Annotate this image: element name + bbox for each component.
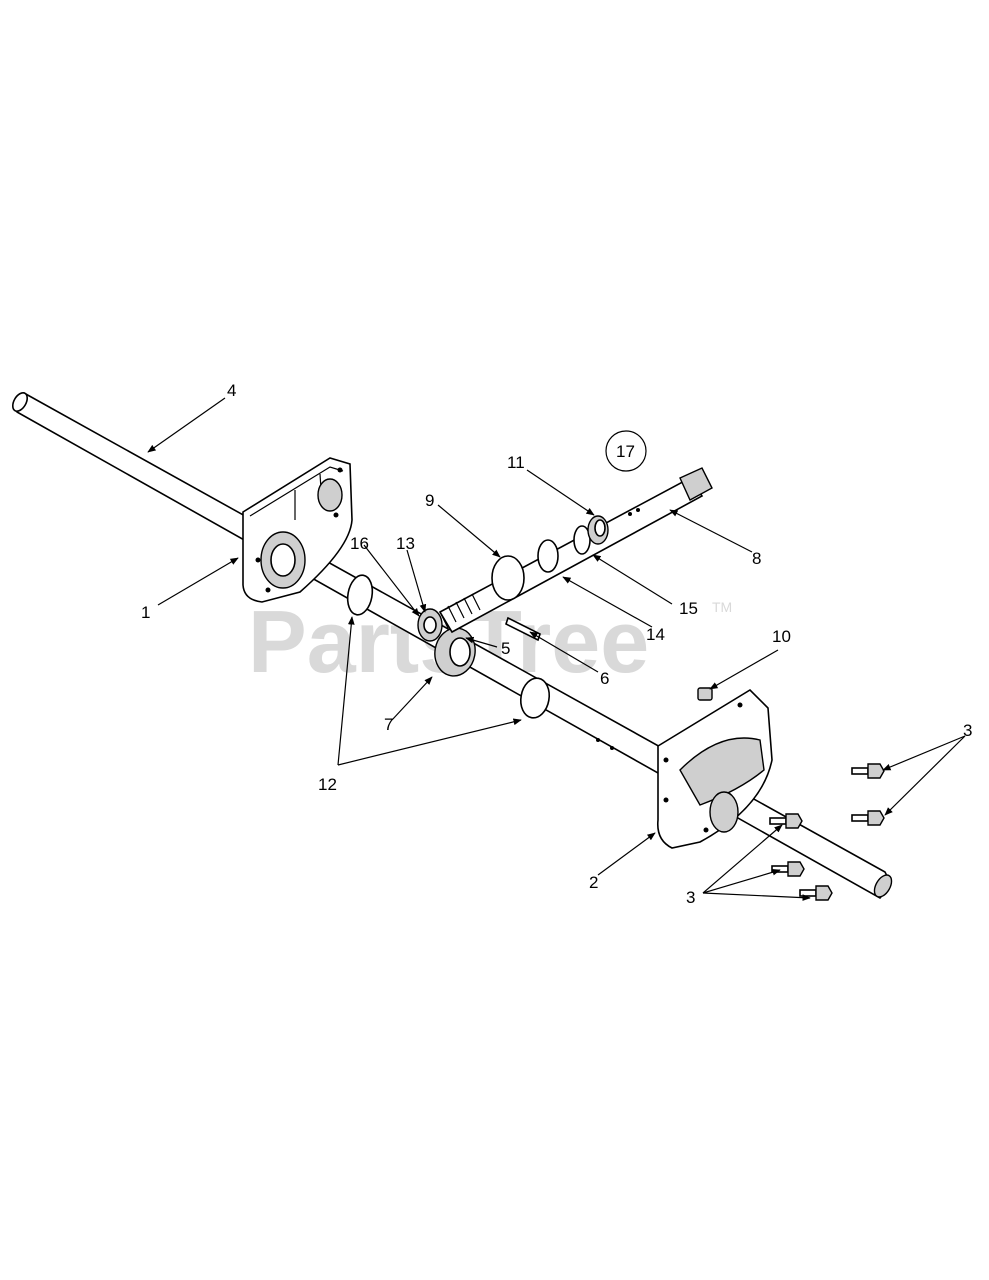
callout-12: 12 — [318, 775, 337, 794]
callout-3b: 3 — [686, 888, 695, 907]
callout-7: 7 — [384, 715, 393, 734]
right-housing — [656, 688, 773, 849]
bolts — [769, 763, 885, 901]
callout-8: 8 — [752, 549, 761, 568]
callout-5: 5 — [501, 639, 510, 658]
leader-lines — [147, 397, 966, 902]
grease-fitting — [697, 687, 713, 701]
callout-1: 1 — [141, 603, 150, 622]
watermark-trademark: TM — [712, 599, 732, 615]
callout-3a: 3 — [963, 721, 972, 740]
bolt-4 — [771, 861, 805, 877]
callout-13: 13 — [396, 534, 415, 553]
callout-15: 15 — [679, 599, 698, 618]
callout-2: 2 — [589, 873, 598, 892]
bolt-2 — [851, 810, 885, 826]
callout-4: 4 — [227, 381, 236, 400]
worm-thread — [439, 593, 481, 629]
callout-9: 9 — [425, 491, 434, 510]
callout-14: 14 — [646, 625, 665, 644]
washer-right — [519, 677, 551, 719]
callout-17-circle — [605, 430, 647, 472]
washer-left — [346, 574, 374, 616]
callout-6: 6 — [600, 669, 609, 688]
bolt-3 — [769, 813, 803, 829]
callout-labels: 1 2 3 3 4 5 6 7 8 9 10 11 12 13 14 15 16… — [141, 381, 972, 907]
left-housing — [242, 457, 353, 603]
callout-11: 11 — [507, 453, 525, 472]
callout-16: 16 — [350, 534, 369, 553]
worm-shaft — [438, 467, 713, 634]
bolt-1 — [851, 763, 885, 779]
callout-10: 10 — [772, 627, 791, 646]
callout-17: 17 — [616, 442, 635, 461]
